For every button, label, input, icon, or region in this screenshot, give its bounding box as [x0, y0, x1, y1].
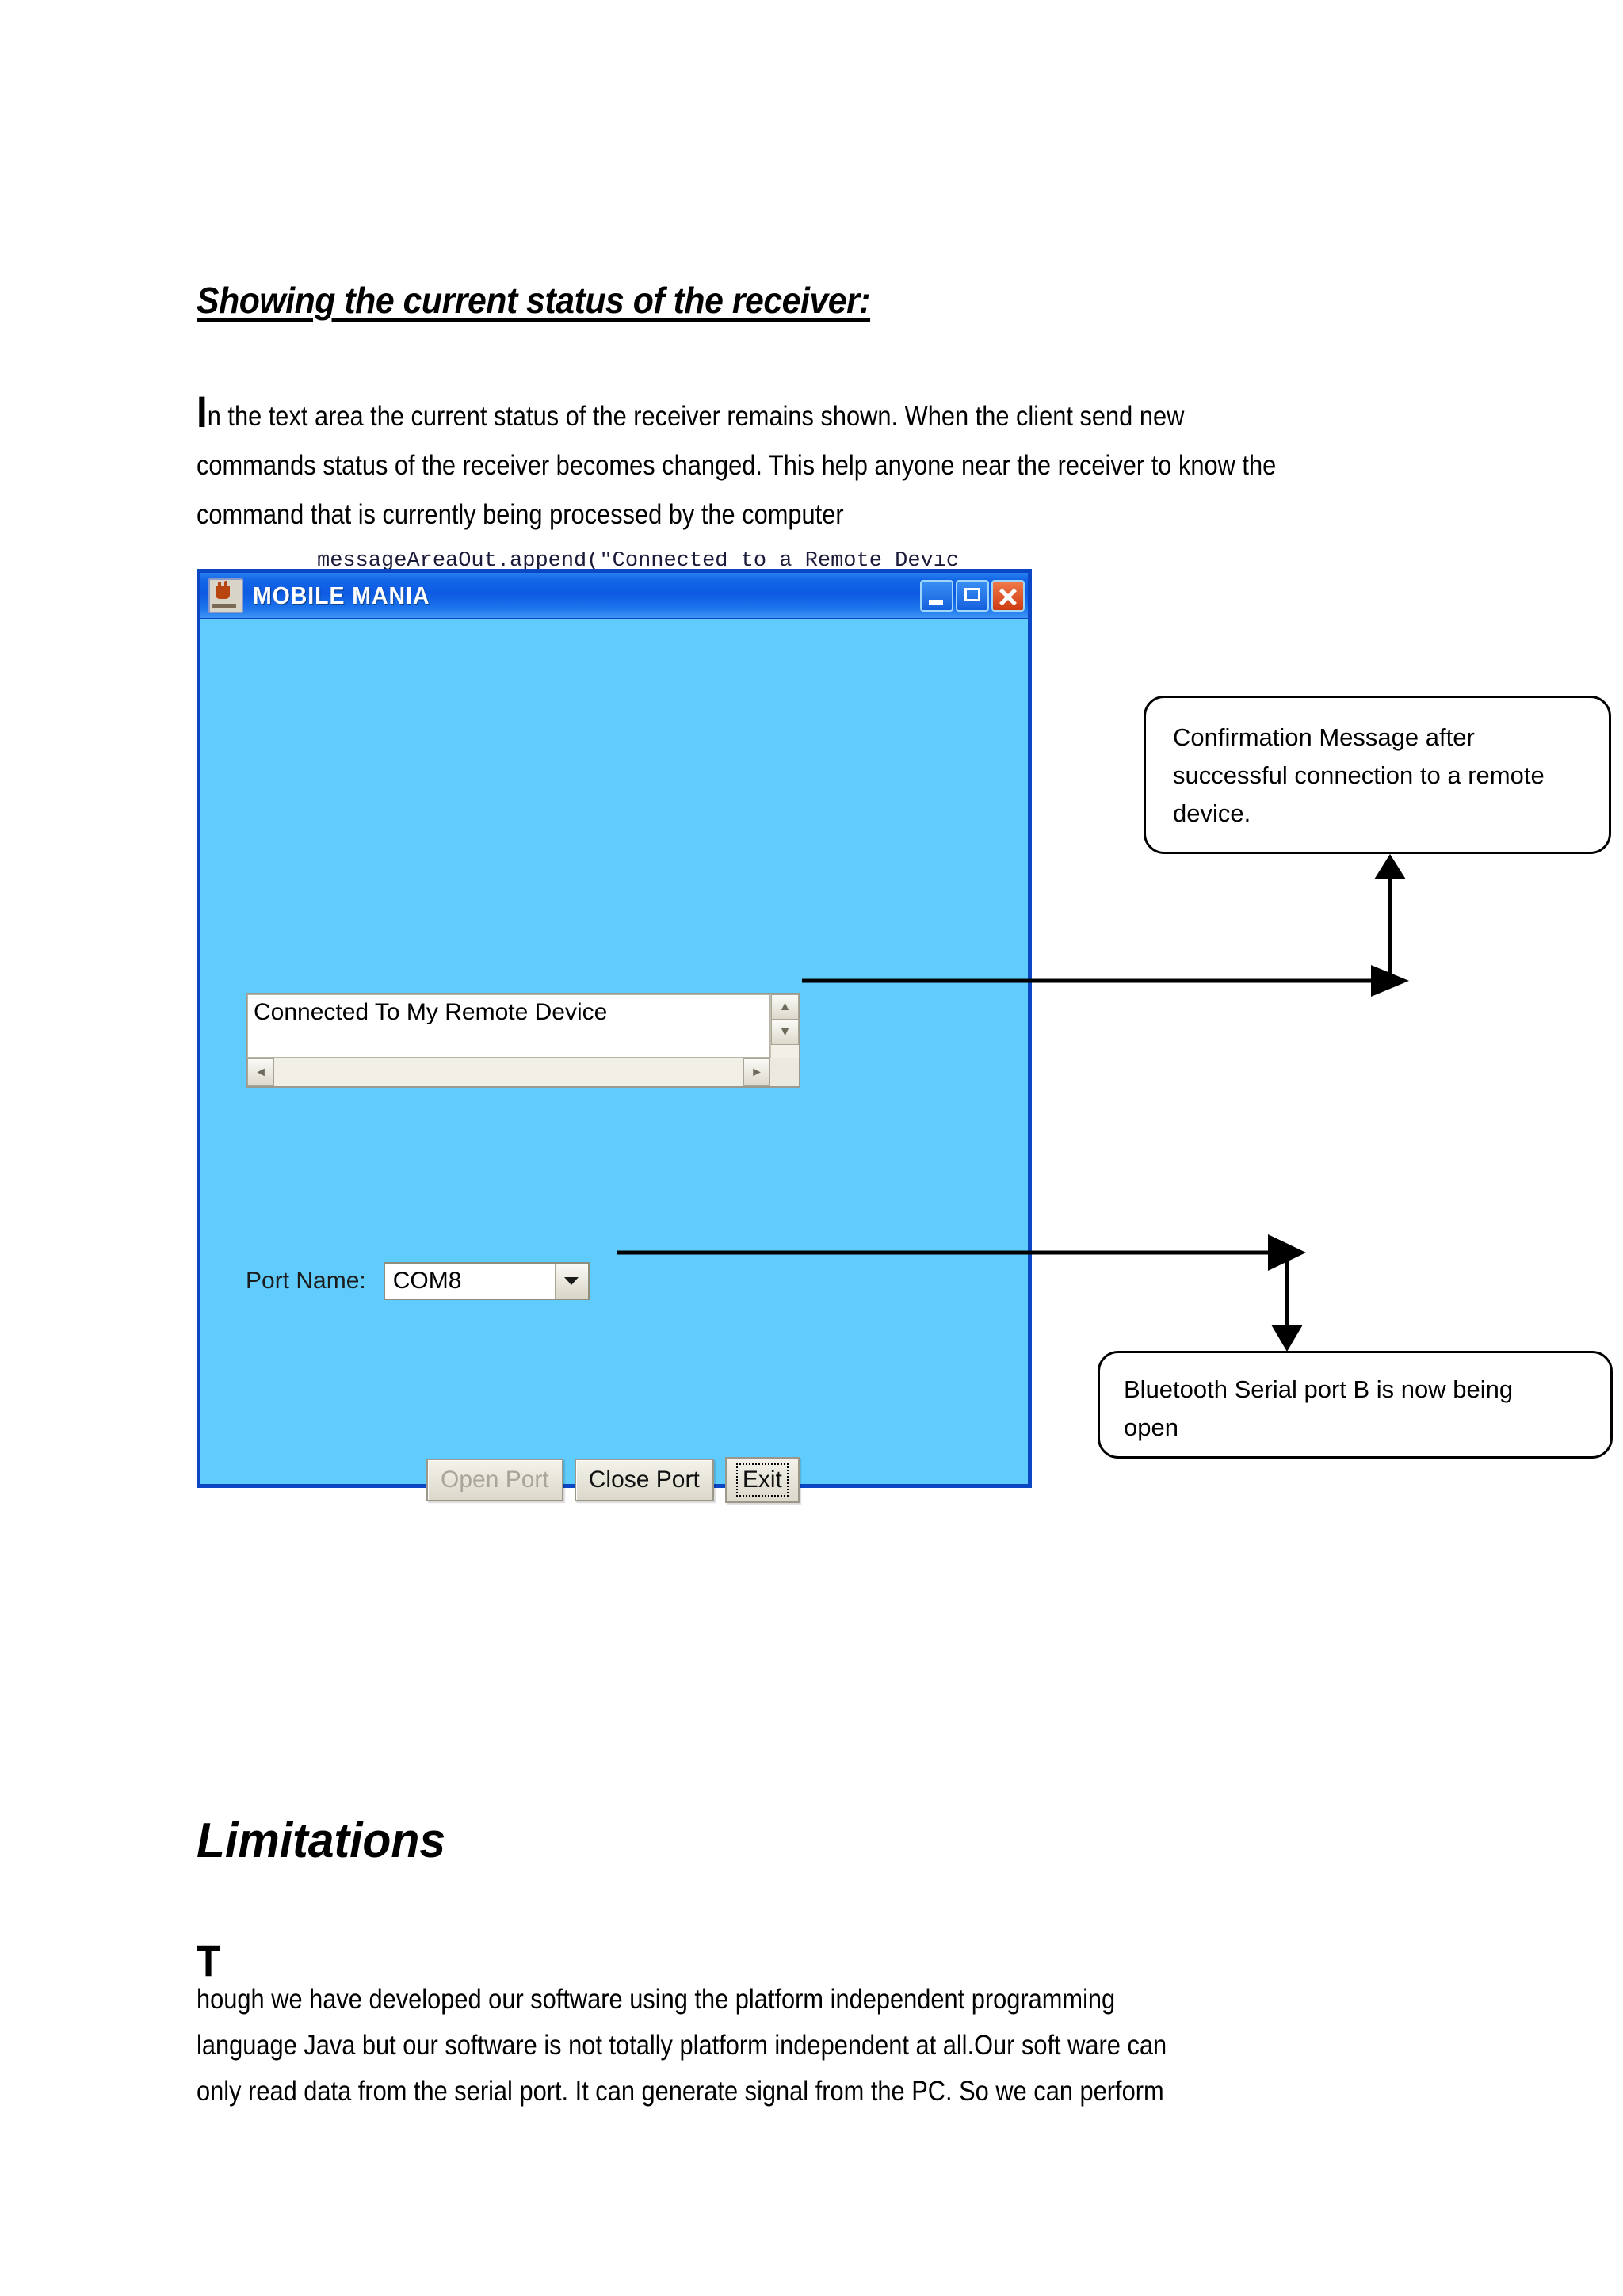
maximize-icon[interactable]	[956, 579, 989, 612]
scroll-right-icon[interactable]: ►	[743, 1058, 770, 1086]
bottom-paragraph-line-1: hough we have developed our software usi…	[197, 1984, 1116, 2016]
scrollbar-corner	[770, 1058, 799, 1086]
open-port-button[interactable]: Open Port	[426, 1459, 563, 1501]
page-heading-status: Showing the current status of the receiv…	[197, 280, 871, 321]
callout-2-line-1: Bluetooth Serial port B is now being	[1124, 1375, 1514, 1403]
close-port-button[interactable]: Close Port	[574, 1459, 714, 1501]
horizontal-scrollbar[interactable]: ◄ ►	[247, 1058, 770, 1086]
paragraph-line-3: command that is currently being processe…	[197, 499, 844, 530]
page-heading-limitations: Limitations	[197, 1814, 446, 1868]
scroll-down-icon[interactable]: ▼	[771, 1020, 799, 1045]
mobile-mania-window: MOBILE MANIA Connected To My Remote Devi…	[197, 569, 1032, 1503]
port-name-selected-value: COM8	[392, 1268, 462, 1294]
paragraph-line-2: commands status of the receiver becomes …	[197, 450, 1277, 481]
clipped-code-line: messageAreaOut.append("Connected to a Re…	[317, 552, 960, 570]
close-icon[interactable]	[991, 579, 1025, 612]
scroll-left-icon[interactable]: ◄	[247, 1058, 274, 1086]
exit-button[interactable]: Exit	[724, 1457, 800, 1503]
vertical-scroll-track[interactable]	[771, 1045, 799, 1058]
status-textarea-value[interactable]: Connected To My Remote Device	[247, 994, 770, 1058]
window-title: MOBILE MANIA	[253, 581, 430, 609]
dropcap-letter: I	[197, 387, 208, 437]
callout-confirmation-message: Confirmation Message after successful co…	[1144, 696, 1611, 854]
port-name-label: Port Name:	[246, 1268, 366, 1294]
scroll-up-icon[interactable]: ▲	[771, 994, 799, 1020]
window-titlebar[interactable]: MOBILE MANIA	[200, 573, 1028, 619]
callout-2-line-2: open	[1124, 1413, 1178, 1441]
bottom-paragraph-line-3: only read data from the serial port. It …	[197, 2076, 1164, 2107]
minimize-icon[interactable]	[920, 579, 953, 612]
dropcap-letter-2: T	[197, 1936, 221, 1985]
vertical-scrollbar[interactable]: ▲ ▼	[770, 994, 799, 1058]
bottom-paragraph-line-2: language Java but our software is not to…	[197, 2030, 1167, 2061]
java-coffee-cup-icon	[208, 578, 243, 613]
port-name-row: Port Name: COM8	[246, 1262, 590, 1300]
window-controls	[920, 579, 1025, 612]
exit-button-label: Exit	[735, 1463, 789, 1497]
callout-bluetooth-port: Bluetooth Serial port B is now being ope…	[1098, 1351, 1613, 1459]
callout-1-line-3: device.	[1173, 799, 1251, 827]
window-content-panel: Connected To My Remote Device ▲ ▼ ◄ ► Po…	[200, 619, 1028, 1503]
callout-1-line-1: Confirmation Message after	[1173, 723, 1475, 751]
paragraph-line-1: n the text area the current status of th…	[207, 401, 1185, 432]
status-textarea[interactable]: Connected To My Remote Device ▲ ▼ ◄ ►	[246, 993, 800, 1088]
horizontal-scroll-track[interactable]	[274, 1058, 743, 1086]
port-name-combobox[interactable]: COM8	[383, 1262, 590, 1300]
chevron-down-icon[interactable]	[554, 1264, 588, 1299]
action-button-row: Open Port Close Port Exit	[426, 1457, 800, 1503]
paragraph-status-description: In the text area the current status of t…	[197, 390, 1452, 540]
callout-1-line-2: successful connection to a remote	[1173, 761, 1545, 789]
